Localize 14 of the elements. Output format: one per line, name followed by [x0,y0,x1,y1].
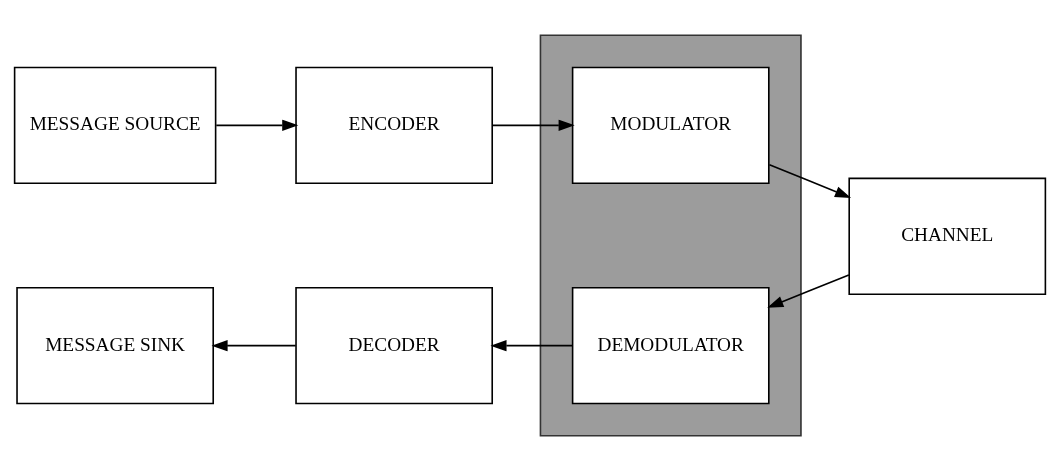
node-box: CHANNEL [848,177,1047,295]
arrow [492,119,575,131]
node-box: ENCODER [295,66,493,184]
arrow [215,119,299,131]
node-box: MODULATOR [571,66,770,184]
cluster [539,34,802,436]
arrow [767,273,850,308]
arrow [490,339,574,351]
arrow [211,339,297,351]
node-box: MESSAGE SINK [16,286,214,404]
node-box: DECODER [295,286,493,404]
arrow [768,163,852,198]
node-box: MESSAGE SOURCE [13,66,217,184]
node-box: DEMODULATOR [571,286,770,404]
